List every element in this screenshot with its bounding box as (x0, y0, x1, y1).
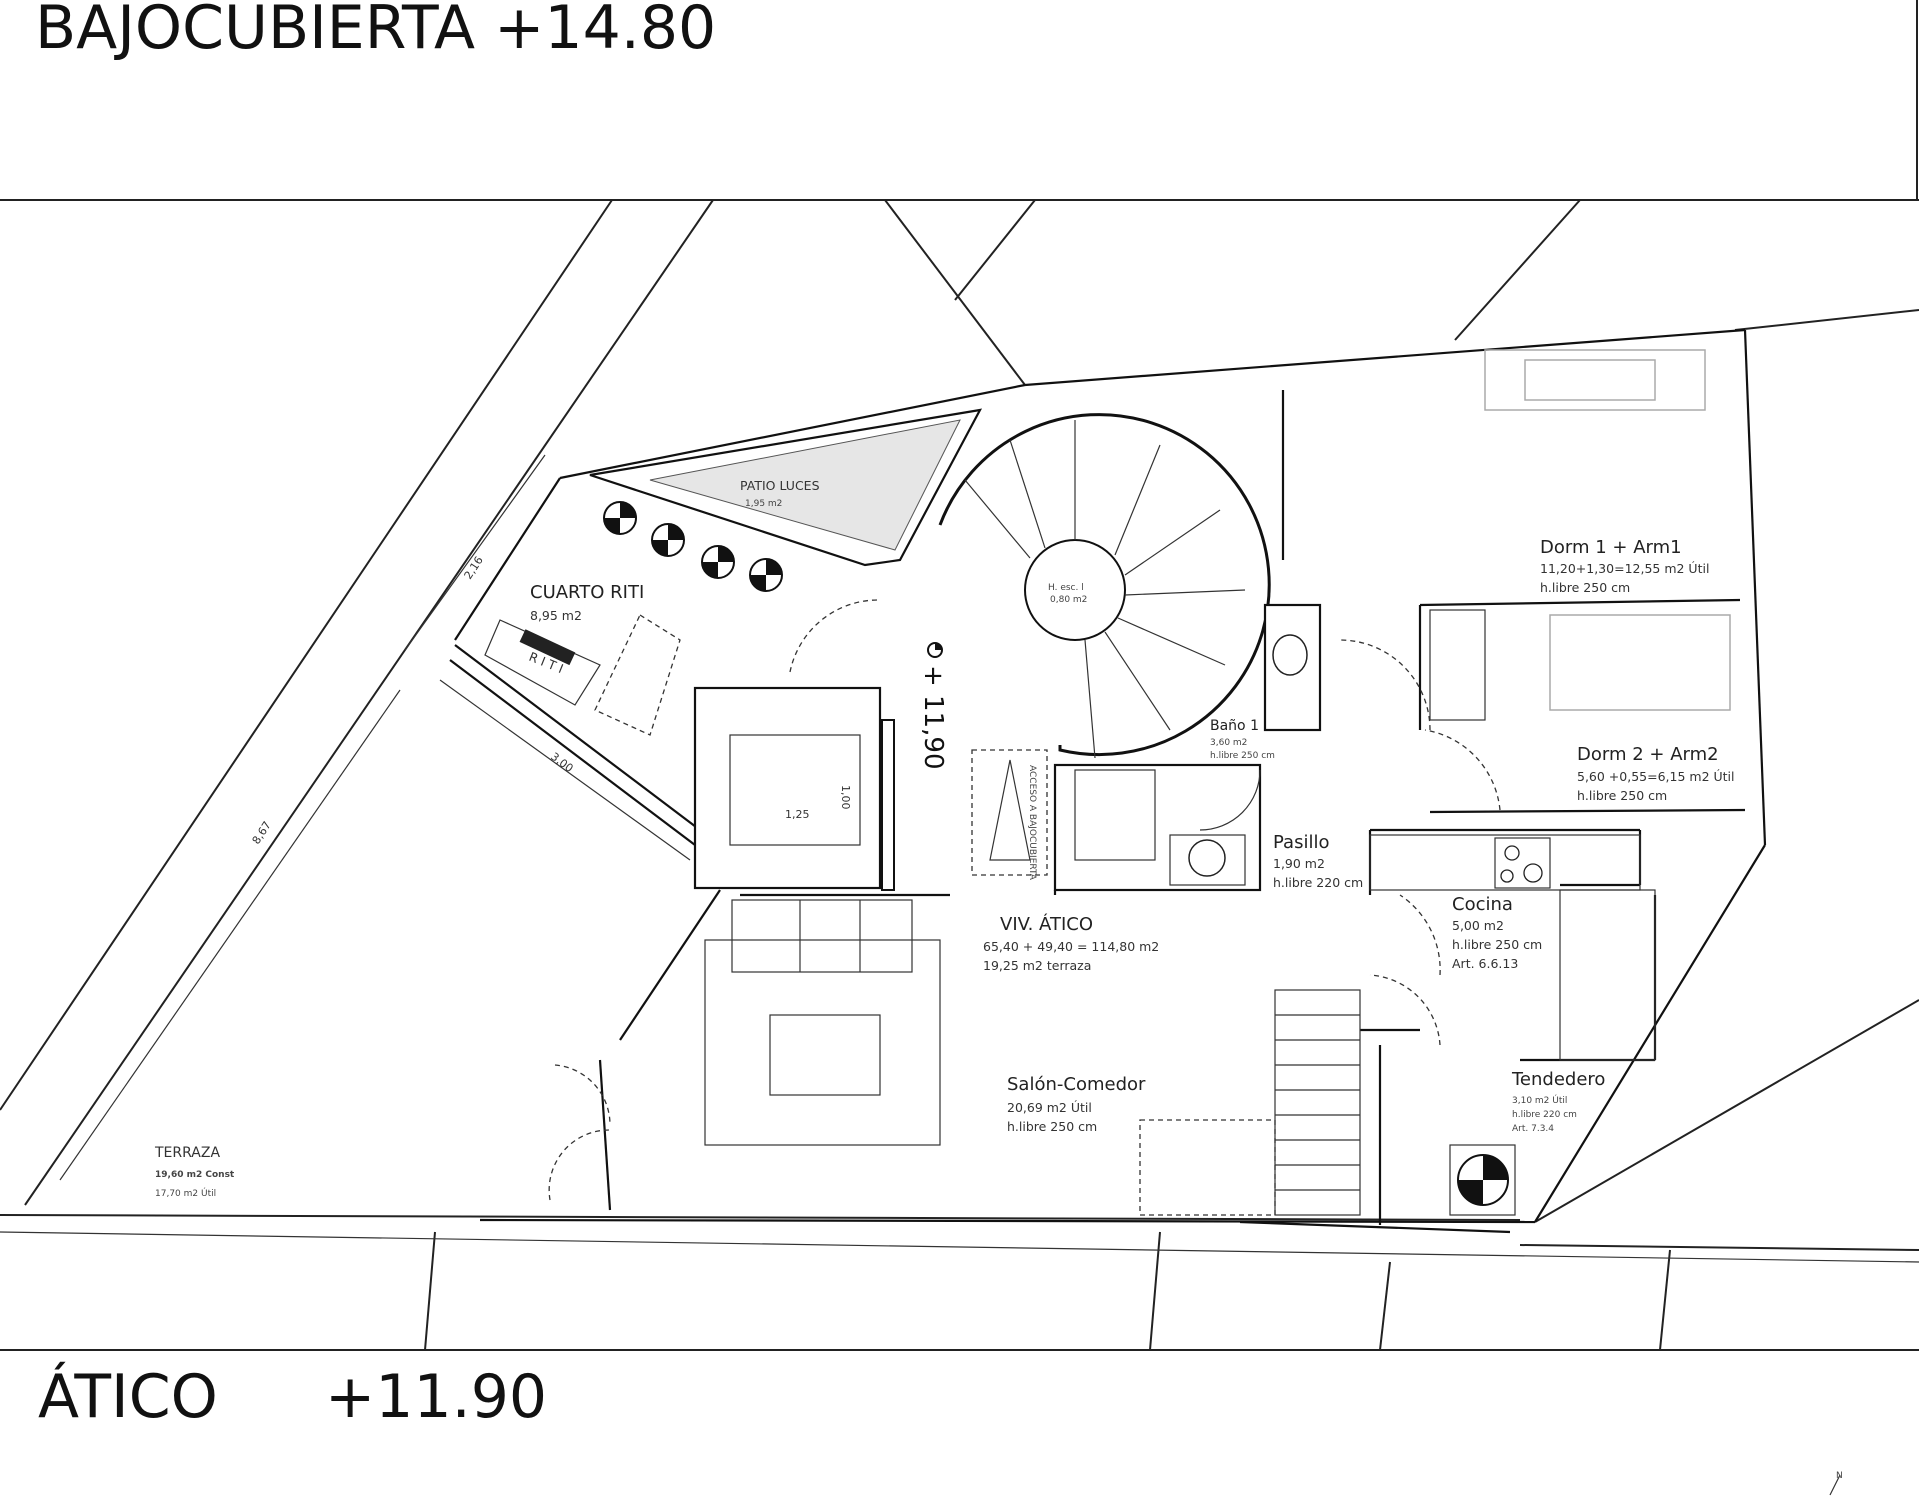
tendedero-name: Tendedero (1511, 1069, 1605, 1090)
dim-width: 1,25 (785, 808, 810, 821)
dorm1-area: 11,20+1,30=12,55 m2 Útil (1540, 561, 1709, 576)
terraza-util: 17,70 m2 Útil (155, 1187, 216, 1199)
svg-text:N: N (1836, 1471, 1843, 1481)
fan-icon (651, 523, 685, 557)
bathroom: Baño 1 3,60 m2 h.libre 250 cm (1053, 718, 1275, 892)
viv-area: 65,40 + 49,40 = 114,80 m2 (983, 939, 1159, 954)
acceso-bajocubierta: ACCESO A BAJOCUBIERTA (971, 749, 1048, 881)
dorm1-height: h.libre 250 cm (1540, 580, 1630, 595)
drawing-frame (0, 0, 1919, 1351)
fan-icon (701, 545, 735, 579)
chimney-block: 1,25 1,00 (693, 686, 895, 891)
dorm1-name: Dorm 1 + Arm1 (1540, 537, 1682, 558)
cocina-height: h.libre 250 cm (1452, 937, 1542, 952)
outer-walls (454, 328, 1767, 1234)
dimension-lines: 2,16 3,00 8,67 (59, 454, 691, 1181)
bano-height: h.libre 250 cm (1210, 751, 1275, 761)
door-swings (548, 599, 1501, 1201)
tendedero-area: 3,10 m2 Útil (1512, 1094, 1567, 1106)
dorm2-height: h.libre 250 cm (1577, 788, 1667, 803)
riti-area: 8,95 m2 (530, 608, 582, 623)
cocina-art: Art. 6.6.13 (1452, 956, 1518, 971)
straight-stair (1139, 989, 1361, 1216)
dorm2-name: Dorm 2 + Arm2 (1577, 744, 1719, 765)
pasillo-height: h.libre 220 cm (1273, 875, 1363, 890)
cuarto-riti: CUARTO RITI 8,95 m2 R I T I (449, 582, 701, 846)
acceso-text: ACCESO A BAJOCUBIERTA (1027, 765, 1037, 881)
spiral-stair: H. esc. l 0,80 m2 (938, 413, 1271, 759)
cocina-name: Cocina (1452, 894, 1513, 915)
dorm2-bed (1429, 609, 1731, 721)
living-furniture (704, 899, 941, 1146)
fan-icon (749, 558, 783, 592)
fan-icon (1449, 1144, 1516, 1216)
patio-area: 1,95 m2 (745, 499, 782, 509)
fan-icon (603, 501, 637, 535)
terraza-name: TERRAZA (154, 1145, 220, 1161)
tendedero-art: Art. 7.3.4 (1512, 1124, 1554, 1134)
dim-depth: 1,00 (839, 785, 852, 810)
elevation-marker-text: + 11,90 (918, 665, 948, 769)
viv-terraza: 19,25 m2 terraza (983, 958, 1091, 973)
salon-area: 20,69 m2 Útil (1007, 1100, 1092, 1115)
pasillo-area: 1,90 m2 (1273, 856, 1325, 871)
cocina-area: 5,00 m2 (1452, 918, 1504, 933)
elevation-marker: + 11,90 (918, 642, 948, 769)
dorm1-bed (1484, 349, 1706, 411)
dim-terrace: 8,67 (250, 819, 274, 847)
dim-wall: 3,00 (548, 750, 575, 775)
room-labels: Dorm 1 + Arm1 11,20+1,30=12,55 m2 Útil h… (154, 537, 1735, 1199)
riti-name: CUARTO RITI (530, 582, 644, 603)
stair-area: 0,80 m2 (1050, 595, 1087, 605)
terraza-const: 19,60 m2 Const (155, 1170, 235, 1180)
salon-height: h.libre 250 cm (1007, 1119, 1097, 1134)
site-lines (0, 199, 1919, 1351)
salon-name: Salón-Comedor (1007, 1074, 1146, 1095)
wc (1263, 603, 1322, 732)
patio-name: PATIO LUCES (740, 478, 820, 493)
bano-area: 3,60 m2 (1210, 738, 1247, 748)
pasillo-name: Pasillo (1273, 832, 1329, 853)
patio-luces: PATIO LUCES 1,95 m2 (589, 408, 983, 567)
vent-fans (603, 501, 783, 592)
kitchen (1369, 834, 1656, 1061)
tendedero-height: h.libre 220 cm (1512, 1110, 1577, 1120)
dim-riti: 2,16 (462, 554, 486, 582)
dorm2-area: 5,60 +0,55=6,15 m2 Útil (1577, 769, 1735, 784)
bano-name: Baño 1 (1210, 718, 1259, 734)
upper-level-title: BAJOCUBIERTA +14.80 (35, 0, 716, 63)
level-elevation: +11.90 (325, 1362, 547, 1432)
stair-label: H. esc. l (1048, 583, 1084, 593)
viv-name: VIV. ÁTICO (1000, 913, 1093, 935)
north-arrow-icon: N (1829, 1471, 1843, 1496)
level-name: ÁTICO (38, 1361, 218, 1432)
